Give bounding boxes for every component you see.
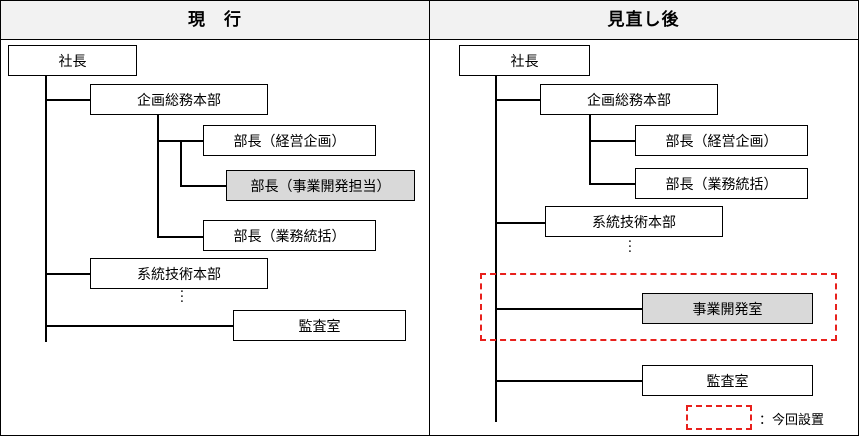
current-branch-planning	[45, 99, 90, 101]
revised-president-box: 社長	[459, 45, 590, 76]
revised-ellipsis: ···	[627, 235, 633, 260]
current-ellipsis: ···	[179, 285, 185, 310]
revised-business-dev-office-box: 事業開発室	[642, 293, 813, 324]
revised-planning-dept-box: 企画総務本部	[540, 84, 718, 115]
revised-column-title: 見直し後	[607, 10, 680, 30]
column-divider	[429, 0, 430, 435]
revised-branch-gm-planning	[589, 140, 635, 142]
current-gm-business-admin-box: 部長（業務統括）	[203, 220, 376, 251]
current-gm-business-dev-box: 部長（事業開発担当）	[226, 170, 415, 201]
legend-label: ：今回設置	[759, 413, 825, 428]
revised-audit-office-box: 監査室	[642, 365, 813, 396]
current-planning-trunk	[157, 115, 159, 238]
current-systems-tech-dept-box: 系統技術本部	[90, 258, 268, 289]
current-gm-corp-planning-box: 部長（経営企画）	[203, 125, 376, 156]
current-planning-dept-box: 企画総務本部	[90, 84, 268, 115]
legend-dashed-sample	[686, 405, 752, 430]
new-unit-highlight-box	[480, 273, 837, 341]
revised-branch-planning	[495, 99, 540, 101]
current-trunk-line	[45, 76, 47, 342]
revised-gm-corp-planning-box: 部長（経営企画）	[635, 125, 808, 156]
current-audit-office-box: 監査室	[233, 310, 406, 341]
revised-planning-trunk	[589, 115, 591, 185]
current-column-title: 現 行	[188, 10, 242, 30]
current-branch-gm-bizdev	[180, 185, 226, 187]
revised-branch-audit	[495, 380, 642, 382]
revised-branch-bizdev	[495, 308, 642, 310]
revised-branch-systems	[495, 222, 545, 224]
revised-systems-tech-dept-box: 系統技術本部	[545, 206, 723, 237]
revised-gm-business-admin-box: 部長（業務統括）	[635, 168, 808, 199]
revised-trunk-line	[495, 76, 497, 422]
current-sub-trunk	[180, 140, 182, 187]
current-branch-systems	[45, 273, 90, 275]
current-branch-gm-admin	[157, 236, 203, 238]
revised-branch-gm-admin	[589, 183, 635, 185]
current-branch-audit	[45, 325, 233, 327]
current-president-box: 社長	[8, 45, 137, 76]
